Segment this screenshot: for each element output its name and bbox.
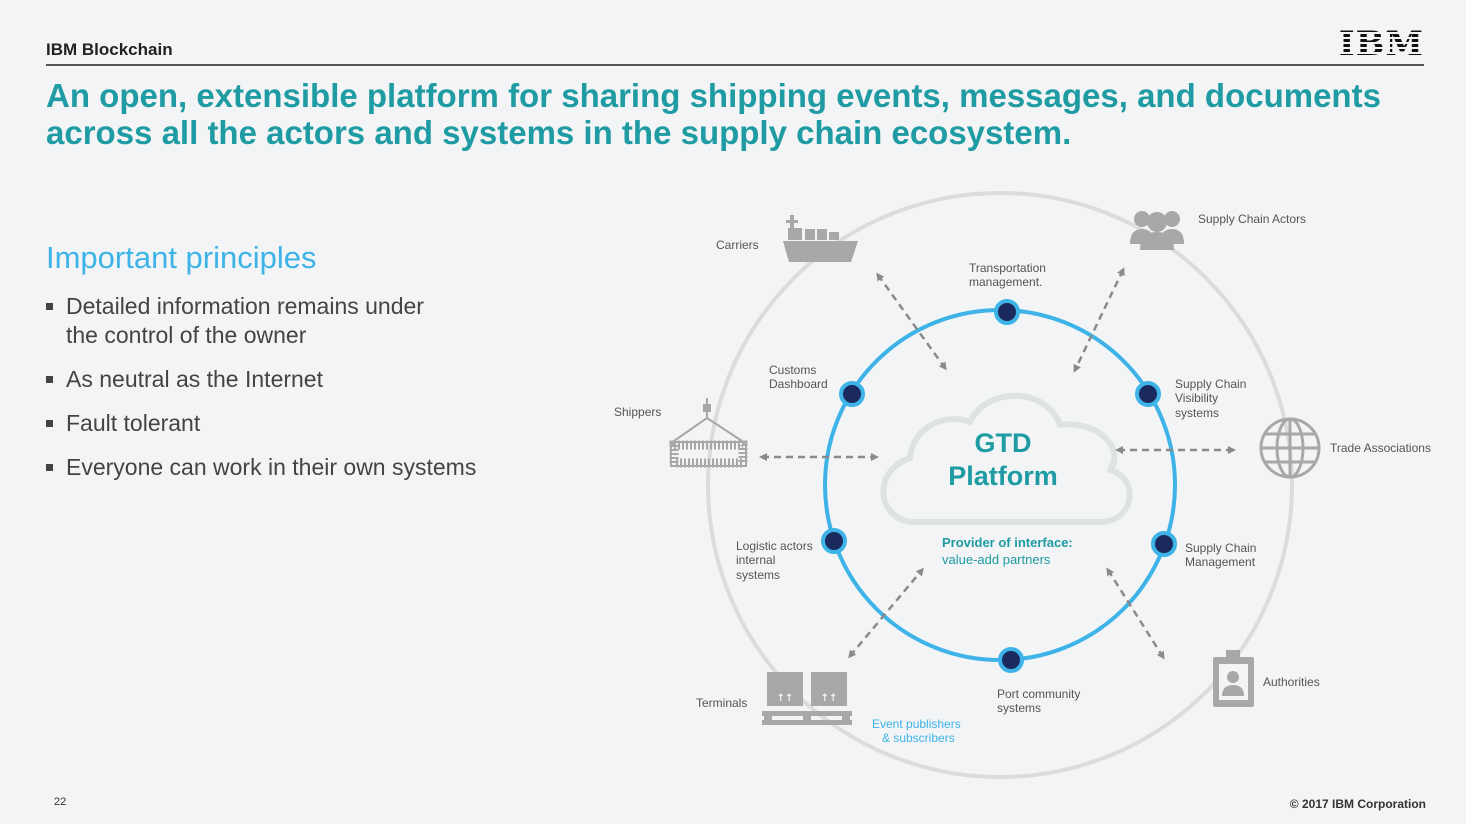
event-publishers-line-1: Event publishers: [872, 717, 961, 731]
principle-item: As neutral as the Internet: [46, 365, 566, 394]
svg-text:↑↑: ↑↑: [777, 693, 794, 704]
principles-title: Important principles: [46, 240, 317, 275]
globe-icon: [1259, 417, 1321, 479]
badge-icon: [1213, 650, 1254, 707]
center-title-line-1: GTD: [975, 428, 1032, 458]
principles-list: Detailed information remains under the c…: [46, 292, 566, 497]
label-scm-2: Management: [1185, 555, 1256, 569]
label-scm-1: Supply Chain: [1185, 541, 1256, 555]
node-logistic: [821, 528, 847, 554]
headline-line-2: across all the actors and systems in the…: [46, 114, 1072, 151]
principle-text-cont: the control of the owner: [66, 322, 307, 348]
actor-terminals: Terminals: [696, 696, 747, 710]
label-transportation-2: management.: [969, 275, 1042, 289]
headline-line-1: An open, extensible platform for sharing…: [46, 77, 1381, 114]
brand-label: IBM Blockchain: [46, 40, 173, 59]
label-logistic-3: systems: [736, 568, 780, 582]
cloud-icon: [880, 392, 1133, 525]
actor-shippers: Shippers: [614, 405, 661, 419]
node-transportation: [994, 299, 1020, 325]
ibm-logo: IBM: [1338, 24, 1424, 64]
node-port: [998, 647, 1024, 673]
label-visibility-1: Supply Chain: [1175, 377, 1246, 391]
pallet-boxes-icon: ↑↑ ↑↑: [762, 672, 852, 725]
ship-icon: [783, 215, 858, 262]
node-customs: [839, 381, 865, 407]
actor-authorities: Authorities: [1263, 675, 1320, 689]
actor-trade-associations: Trade Associations: [1330, 441, 1431, 455]
node-visibility: [1135, 381, 1161, 407]
label-port-2: systems: [997, 701, 1041, 715]
label-visibility-3: systems: [1175, 406, 1219, 420]
people-icon: [1130, 211, 1184, 250]
header-divider: [46, 64, 1424, 66]
principle-item: Detailed information remains under the c…: [46, 292, 566, 350]
principle-text: As neutral as the Internet: [66, 366, 323, 392]
label-customs-1: Customs: [769, 363, 816, 377]
label-visibility-2: Visibility: [1175, 391, 1218, 405]
provider-title: Provider of interface:: [942, 535, 1073, 550]
headline: An open, extensible platform for sharing…: [46, 77, 1426, 151]
label-port-1: Port community: [997, 687, 1080, 701]
event-publishers-line-2: & subscribers: [882, 731, 955, 745]
node-scm: [1151, 531, 1177, 557]
arrow-supply-chain-actors: [1073, 267, 1125, 373]
outer-ring: [706, 191, 1294, 779]
label-logistic-2: internal: [736, 553, 775, 567]
ring-nodes: [821, 299, 1177, 673]
principle-text: Fault tolerant: [66, 410, 201, 436]
principle-text: Everyone can work in their own systems: [66, 454, 477, 480]
principle-item: Fault tolerant: [46, 409, 566, 438]
provider-subtitle: value-add partners: [942, 552, 1051, 567]
copyright: © 2017 IBM Corporation: [1289, 797, 1426, 811]
principle-item: Everyone can work in their own systems: [46, 453, 566, 482]
svg-text:↑↑: ↑↑: [821, 693, 838, 704]
center-title-line-2: Platform: [948, 461, 1058, 491]
arrow-authorities: [1106, 567, 1165, 660]
label-customs-2: Dashboard: [769, 377, 828, 391]
page-number: 22: [54, 796, 67, 808]
label-transportation-1: Transportation: [969, 261, 1046, 275]
arrow-terminals: [848, 567, 924, 659]
principle-text: Detailed information remains under: [66, 293, 424, 319]
container-crane-icon: [669, 398, 748, 468]
label-logistic-1: Logistic actors: [736, 539, 813, 553]
actor-supply-chain-actors: Supply Chain Actors: [1198, 212, 1306, 226]
actor-carriers: Carriers: [716, 238, 759, 252]
